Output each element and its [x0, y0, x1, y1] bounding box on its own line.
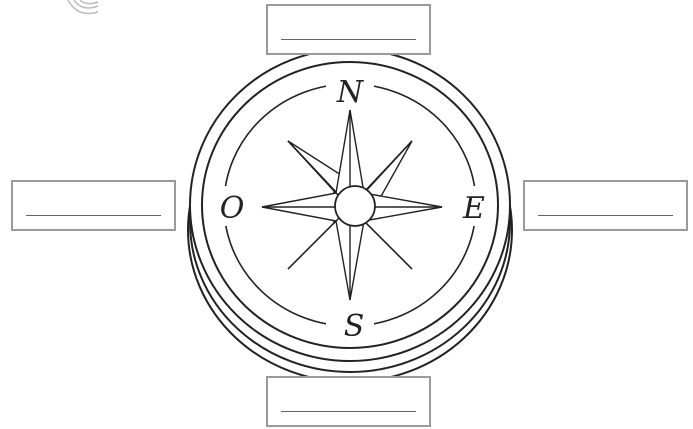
south-answer-box[interactable] [266, 376, 431, 427]
north-answer-blank[interactable] [281, 39, 416, 40]
west-answer-box[interactable] [11, 180, 176, 231]
north-answer-box[interactable] [266, 4, 431, 55]
east-answer-blank[interactable] [538, 215, 673, 216]
compass-center-hub [335, 186, 375, 226]
west-letter: O [220, 191, 245, 226]
east-answer-box[interactable] [523, 180, 688, 231]
south-letter: S [344, 309, 365, 344]
east-letter: E [462, 191, 485, 226]
south-answer-blank[interactable] [281, 411, 416, 412]
north-letter: N [336, 75, 365, 110]
west-answer-blank[interactable] [26, 215, 161, 216]
seashell-logo-icon [68, 0, 98, 14]
